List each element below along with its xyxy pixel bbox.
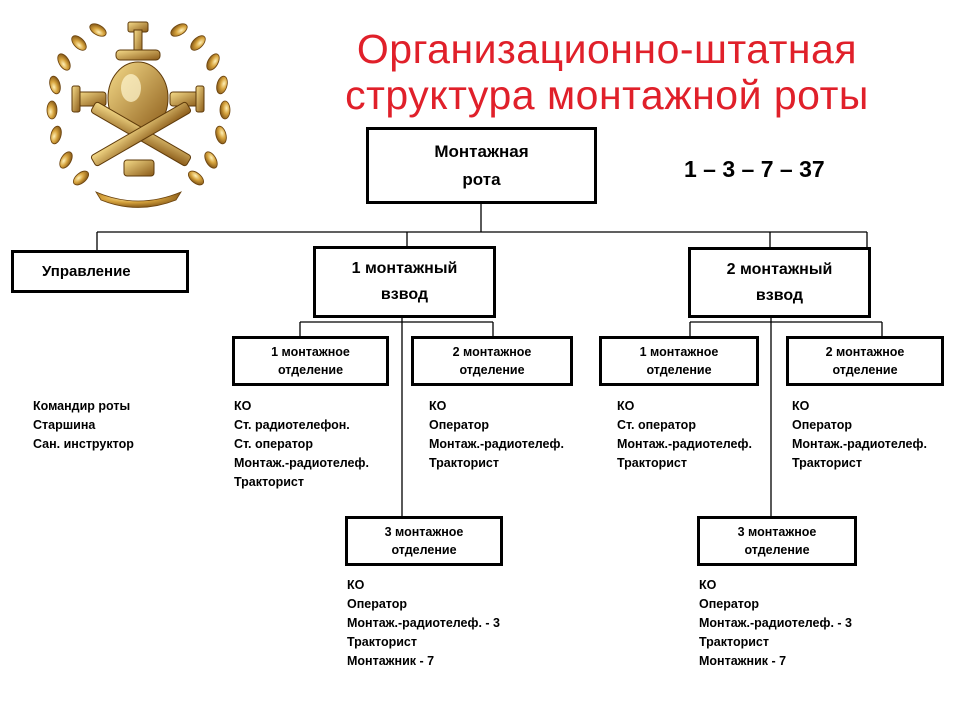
staff-item: Тракторист xyxy=(234,475,304,489)
staff-item: Тракторист xyxy=(429,456,499,470)
slide-title: Организационно-штатная структура монтажн… xyxy=(262,26,952,118)
staff-item: Тракторист xyxy=(617,456,687,470)
platoon-2-box: 2 монтажный взвод xyxy=(688,247,871,318)
squad-label-line1: 3 монтажное xyxy=(384,525,464,539)
staff-item: КО xyxy=(234,399,252,413)
squad-label-line1: 1 монтажное xyxy=(639,345,719,359)
management-staff-list: Командир роты Старшина Сан. инструктор xyxy=(33,397,134,454)
platoon-2-squad-3-staff: КО Оператор Монтаж.-радиотелеф. - 3 Трак… xyxy=(699,576,852,671)
staff-item: Сан. инструктор xyxy=(33,437,134,451)
platoon-1-squad-3-staff: КО Оператор Монтаж.-радиотелеф. - 3 Трак… xyxy=(347,576,500,671)
platoon-1-label-line1: 1 монтажный xyxy=(351,260,458,277)
staff-item: КО xyxy=(792,399,810,413)
platoon-1-squad-1-staff: КО Ст. радиотелефон. Ст. оператор Монтаж… xyxy=(234,397,369,492)
staff-item: Ст. радиотелефон. xyxy=(234,418,350,432)
staff-item: Монтаж.-радиотелеф. - 3 xyxy=(699,616,852,630)
staff-item: КО xyxy=(429,399,447,413)
platoon-2-squad-1-staff: КО Ст. оператор Монтаж.-радиотелеф. Трак… xyxy=(617,397,752,473)
platoon-1-label-line2: взвод xyxy=(380,286,429,303)
squad-label-line2: отделение xyxy=(391,543,457,557)
platoon-1-squad-1-box: 1 монтажное отделение xyxy=(232,336,389,386)
platoon-2-squad-2-staff: КО Оператор Монтаж.-радиотелеф. Трактори… xyxy=(792,397,927,473)
squad-label-line2: отделение xyxy=(832,363,898,377)
staff-item: Старшина xyxy=(33,418,96,432)
management-box: Управление xyxy=(11,250,189,293)
platoon-1-squad-2-staff: КО Оператор Монтаж.-радиотелеф. Трактори… xyxy=(429,397,564,473)
staffing-formula: 1 – 3 – 7 – 37 xyxy=(684,156,825,182)
staff-item: Командир роты xyxy=(33,399,131,413)
staff-item: КО xyxy=(347,578,365,592)
staff-item: Тракторист xyxy=(699,635,769,649)
platoon-2-label-line2: взвод xyxy=(755,286,804,304)
platoon-2-squad-3-box: 3 монтажное отделение xyxy=(697,516,857,566)
squad-label-line2: отделение xyxy=(459,363,525,377)
company-box: Монтажная рота xyxy=(366,127,597,204)
title-line-2: структура монтажной роты xyxy=(345,72,869,118)
platoon-2-squad-2-box: 2 монтажное отделение xyxy=(786,336,944,386)
staff-item: Монтаж.-радиотелеф. xyxy=(234,456,369,470)
platoon-1-box: 1 монтажный взвод xyxy=(313,246,496,318)
company-label-line1: Монтажная xyxy=(434,141,529,161)
staff-item: Оператор xyxy=(429,418,490,432)
squad-label-line2: отделение xyxy=(744,543,810,557)
platoon-2-label-line1: 2 монтажный xyxy=(726,260,833,278)
squad-label-line1: 1 монтажное xyxy=(271,345,350,359)
staff-item: КО xyxy=(617,399,635,413)
staff-item: Тракторист xyxy=(792,456,862,470)
squad-label-line1: 2 монтажное xyxy=(452,345,532,359)
squad-label-line1: 3 монтажное xyxy=(737,525,817,539)
staff-item: Монтаж.-радиотелеф. xyxy=(792,437,927,451)
company-label-line2: рота xyxy=(462,169,501,189)
staff-item: Оператор xyxy=(699,597,760,611)
emblem-icon xyxy=(46,21,231,208)
platoon-1-squad-3-box: 3 монтажное отделение xyxy=(345,516,503,566)
platoon-2-squad-1-box: 1 монтажное отделение xyxy=(599,336,759,386)
staff-item: КО xyxy=(699,578,717,592)
staff-item: Монтаж.-радиотелеф. xyxy=(429,437,564,451)
staff-item: Оператор xyxy=(347,597,408,611)
staff-item: Тракторист xyxy=(347,635,417,649)
staff-item: Монтаж.-радиотелеф. - 3 xyxy=(347,616,500,630)
staff-item: Ст. оператор xyxy=(617,418,696,432)
squad-label-line2: отделение xyxy=(646,363,712,377)
squad-label-line2: отделение xyxy=(277,363,344,377)
title-line-1: Организационно-штатная xyxy=(356,26,858,72)
platoon-1-squad-2-box: 2 монтажное отделение xyxy=(411,336,573,386)
staff-item: Монтаж.-радиотелеф. xyxy=(617,437,752,451)
staff-item: Ст. оператор xyxy=(234,437,313,451)
staff-item: Оператор xyxy=(792,418,853,432)
staff-item: Монтажник - 7 xyxy=(699,654,787,668)
squad-label-line1: 2 монтажное xyxy=(825,345,905,359)
staff-item: Монтажник - 7 xyxy=(347,654,435,668)
management-label: Управление xyxy=(42,263,131,280)
